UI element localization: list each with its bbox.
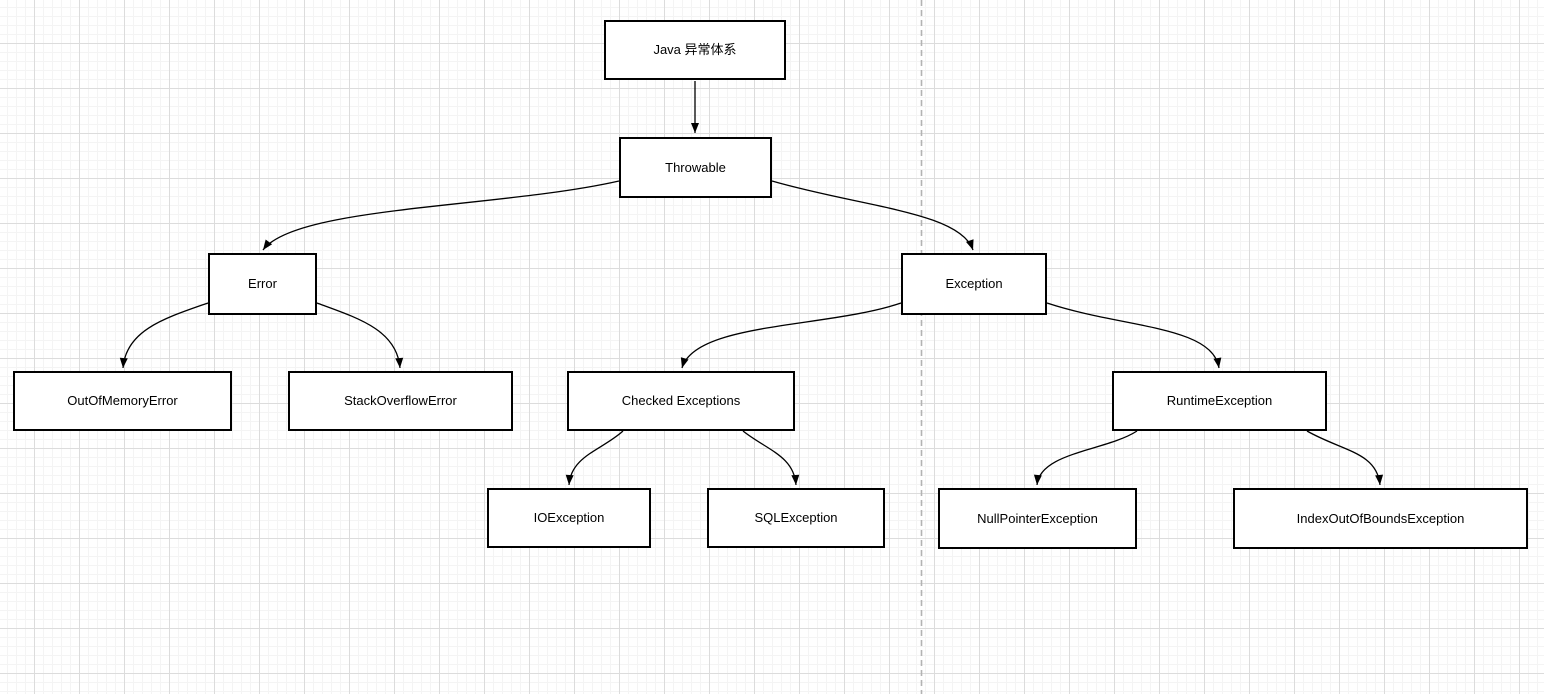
node-throwable[interactable]: Throwable [619, 137, 772, 198]
node-exception[interactable]: Exception [901, 253, 1047, 315]
edge-throwable-exception[interactable] [771, 180, 974, 251]
node-null-pointer-exception[interactable]: NullPointerException [938, 488, 1137, 549]
edge-checked-ioexception[interactable] [565, 430, 624, 486]
edge-error-stackoverflowerror[interactable] [316, 302, 404, 369]
node-sql-exception[interactable]: SQLException [707, 488, 885, 548]
edge-runtime-indexoutofboundsexception[interactable] [1306, 430, 1384, 486]
node-label: NullPointerException [977, 510, 1098, 526]
edge-checked-sqlexception[interactable] [742, 430, 800, 486]
node-label: RuntimeException [1166, 393, 1273, 409]
edge-exception-runtimeexception[interactable] [1046, 302, 1222, 369]
node-label: OutOfMemoryError [67, 393, 178, 409]
node-out-of-memory-error[interactable]: OutOfMemoryError [13, 371, 232, 431]
node-label: IOException [533, 510, 605, 526]
node-index-out-of-bounds-exception[interactable]: IndexOutOfBoundsException [1233, 488, 1528, 549]
node-label: SQLException [754, 510, 838, 526]
node-runtime-exception[interactable]: RuntimeException [1112, 371, 1327, 431]
edge-error-outofmemoryerror[interactable] [119, 302, 209, 369]
node-error[interactable]: Error [208, 253, 317, 315]
edge-throwable-error[interactable] [262, 180, 620, 251]
node-label: StackOverflowError [344, 393, 457, 409]
edge-exception-checkedexceptions[interactable] [680, 302, 902, 369]
node-label: Error [248, 276, 277, 292]
node-label: IndexOutOfBoundsException [1296, 510, 1465, 526]
node-java-exception-system[interactable]: Java 异常体系 [604, 20, 786, 80]
node-stack-overflow-error[interactable]: StackOverflowError [288, 371, 513, 431]
node-label: Exception [945, 276, 1003, 292]
edge-runtime-nullpointerexception[interactable] [1033, 430, 1138, 486]
node-checked-exceptions[interactable]: Checked Exceptions [567, 371, 795, 431]
node-io-exception[interactable]: IOException [487, 488, 651, 548]
node-label: Checked Exceptions [621, 393, 741, 409]
node-label: Throwable [665, 159, 726, 175]
node-label: Java 异常体系 [653, 42, 737, 58]
